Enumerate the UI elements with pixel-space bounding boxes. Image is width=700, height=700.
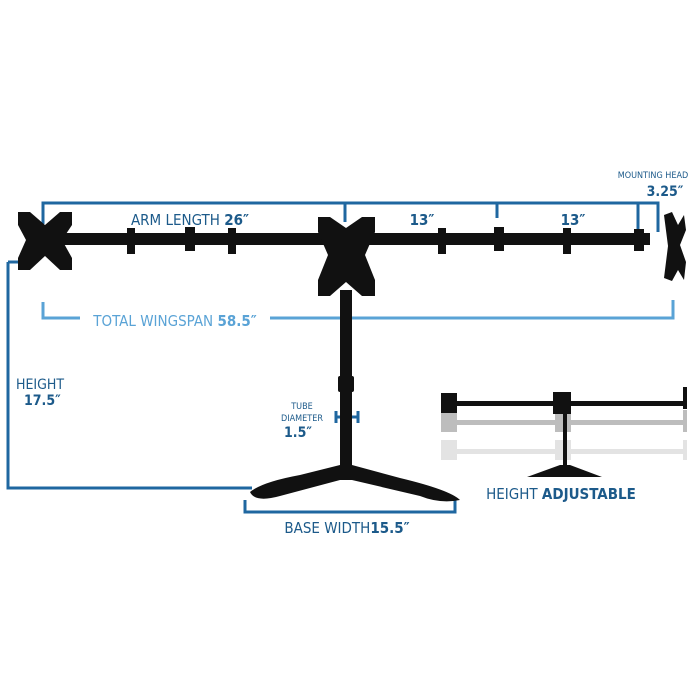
segment-2-label: 13″ <box>561 211 586 229</box>
tube-label-2: DIAMETER <box>281 414 323 424</box>
right-mounting-head <box>664 212 686 281</box>
base-width-bracket <box>243 500 457 514</box>
total-wingspan-label: TOTAL WINGSPAN 58.5″ <box>92 312 257 330</box>
monitor-stand <box>18 212 686 502</box>
segment-1-label: 13″ <box>410 211 435 229</box>
center-vesa-plate <box>318 217 375 296</box>
arm-clips <box>127 227 644 254</box>
height-value: 17.5″ <box>24 393 61 409</box>
base-width-label: BASE WIDTH15.5″ <box>284 519 409 537</box>
height-bracket <box>6 262 252 490</box>
tube-diameter-value: 1.5″ <box>284 425 312 441</box>
arm-length-bracket <box>41 201 660 232</box>
height-adjustable-inset <box>441 387 687 477</box>
arm-length-label: ARM LENGTH 26″ <box>131 211 249 229</box>
dimension-lines <box>6 201 660 514</box>
mounting-head-value: 3.25″ <box>647 184 684 200</box>
mounting-head-label: MOUNTING HEAD <box>618 171 689 181</box>
tube-label-1: TUBE <box>290 402 313 412</box>
wingspan-bracket <box>41 300 675 320</box>
stand-base <box>250 465 460 502</box>
height-adjustable-label: HEIGHT ADJUSTABLE <box>486 485 636 503</box>
height-label: HEIGHT <box>16 377 64 393</box>
pole-collar <box>338 376 354 392</box>
left-vesa-plate <box>18 212 72 270</box>
inset-top <box>441 387 687 477</box>
